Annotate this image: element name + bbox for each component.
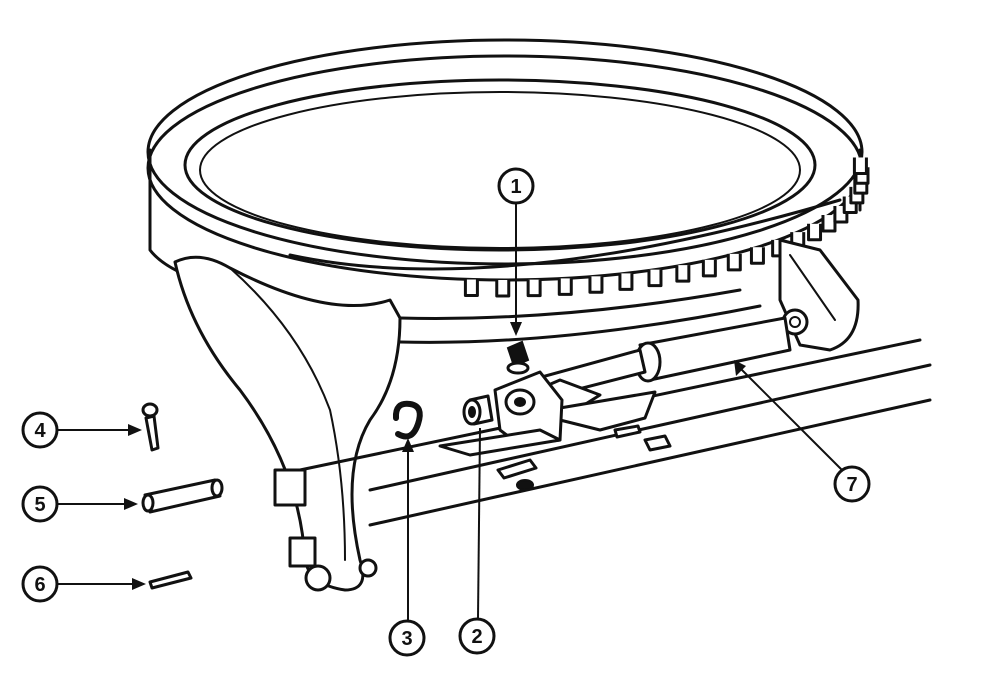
gear-tooth	[618, 273, 634, 291]
gear-tooth	[557, 278, 573, 296]
hinge-pin	[141, 478, 224, 514]
left-bracket	[173, 255, 402, 592]
callout-2: 2	[458, 427, 496, 655]
spring-pin	[148, 570, 193, 590]
callout-7: 7	[734, 360, 871, 503]
callout-6-label: 6	[34, 574, 45, 596]
callout-3-label: 3	[401, 628, 412, 650]
gear-tooth	[463, 279, 479, 298]
lower-base	[398, 288, 762, 344]
callout-3: 3	[388, 438, 426, 657]
retaining-ring	[392, 400, 423, 440]
gear-tooth	[495, 279, 511, 298]
callout-5-label: 5	[34, 494, 45, 516]
callout-1-label: 1	[510, 176, 521, 198]
callout-1: 1	[497, 167, 535, 336]
callout-4: 4	[21, 411, 142, 449]
cylinder-assembly	[518, 316, 792, 432]
grease-fitting	[506, 340, 530, 375]
gear-tooth	[588, 276, 604, 294]
pivot-block	[438, 370, 564, 457]
gear-tooth	[749, 247, 765, 265]
callout-6: 6	[21, 565, 146, 603]
gear-tooth	[726, 253, 742, 272]
gear-tooth	[647, 269, 663, 288]
cotter-pin	[141, 402, 160, 452]
gear-tooth	[807, 223, 823, 242]
gear-tooth	[821, 215, 837, 233]
callout-5: 5	[21, 485, 138, 523]
gear-tooth	[852, 157, 868, 175]
gear-tooth	[675, 265, 691, 283]
rail-clips	[496, 424, 672, 491]
callout-2-label: 2	[471, 626, 482, 648]
gear-tooth	[701, 259, 717, 278]
gear-tooth	[526, 279, 542, 298]
callout-4-label: 4	[34, 420, 46, 442]
callout-7-label: 7	[846, 474, 857, 496]
right-hinge-bracket	[778, 238, 860, 352]
bushing	[462, 394, 494, 426]
